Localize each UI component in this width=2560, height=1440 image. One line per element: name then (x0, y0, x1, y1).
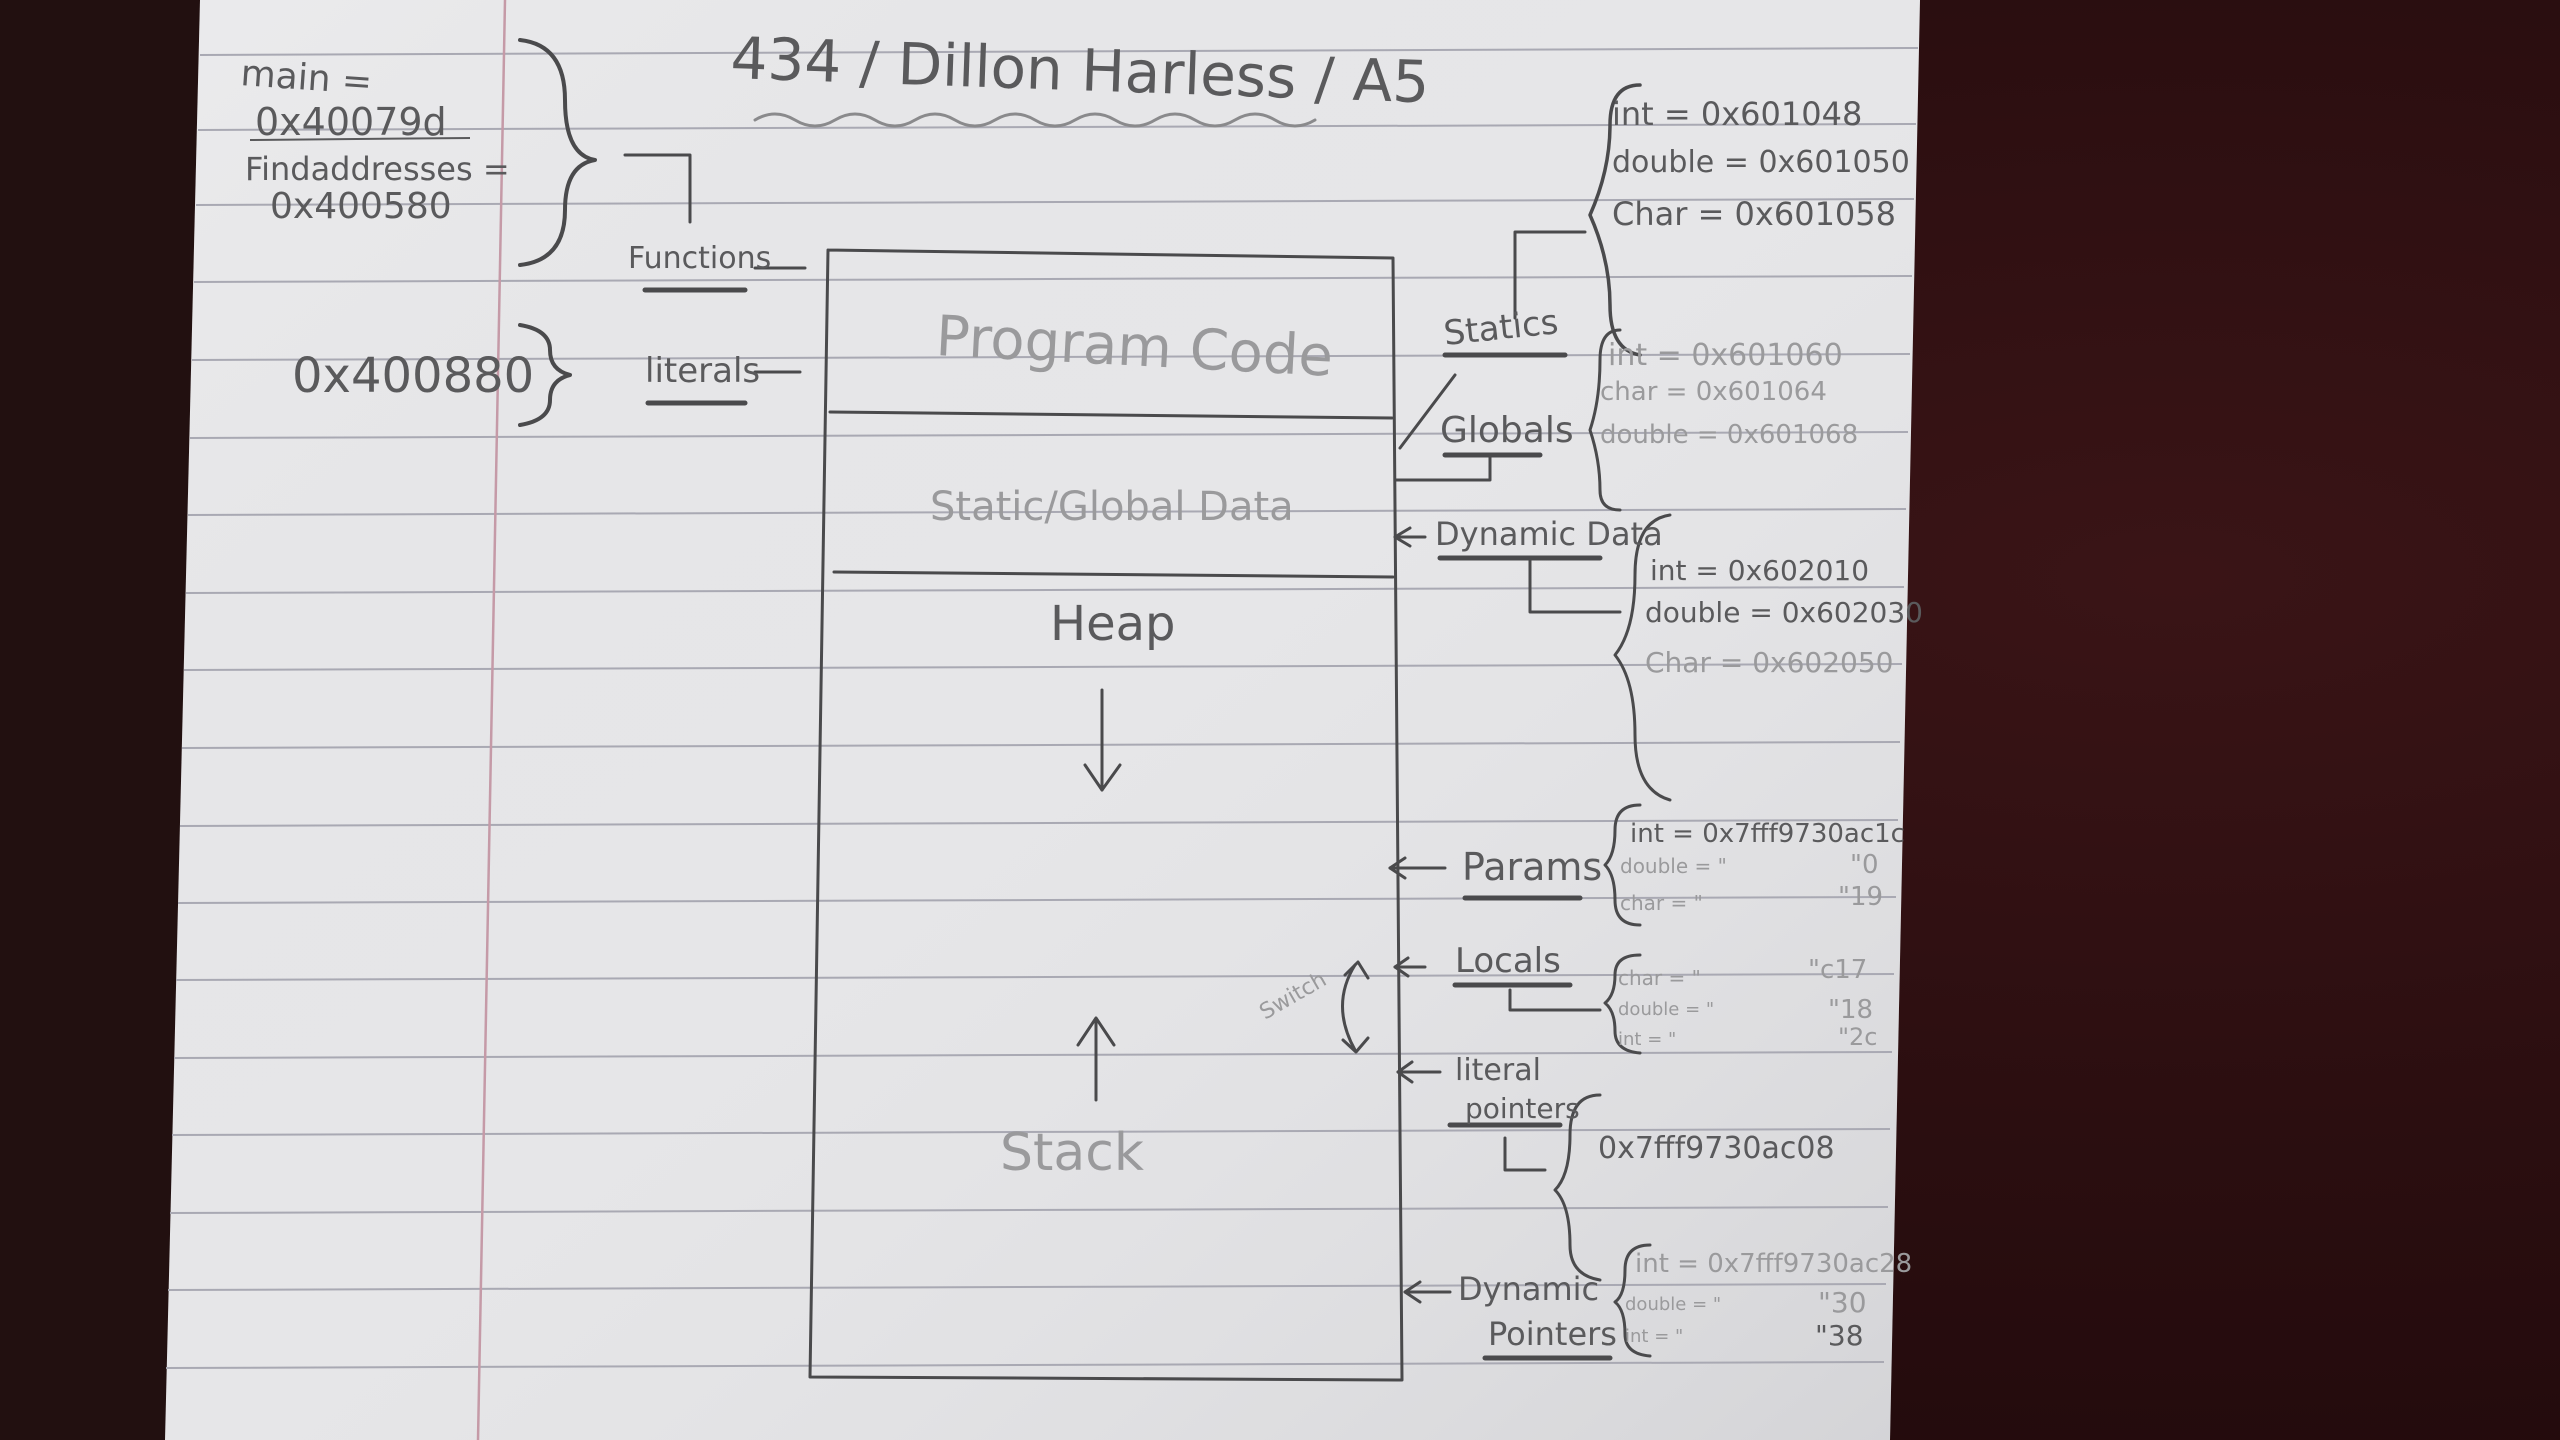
section-arrows (1388, 526, 1452, 1304)
functions-brace (518, 38, 597, 267)
params-int: int = 0x7fff9730ac1c (1630, 819, 1905, 849)
memory-diagram (808, 248, 1404, 1382)
dynamic-pointers-double-tail: "30 (1818, 1286, 1867, 1319)
params-brace (1603, 803, 1642, 927)
statics-int: int = 0x601048 (1612, 95, 1862, 133)
literals-label: literals (645, 351, 760, 391)
label-underlines (1437, 352, 1613, 1361)
switch-arrow (1341, 963, 1357, 1052)
margin-line (476, 0, 507, 1440)
locals-int: int = " (1618, 1029, 1676, 1050)
pointers2-label: Pointers (1488, 1315, 1617, 1353)
dynamic-label: Dynamic (1458, 1270, 1599, 1308)
params-label: Params (1462, 845, 1602, 889)
locals-brace (1603, 953, 1642, 1055)
literal-address: 0x400880 (292, 348, 534, 404)
dynamic-pointers-double: double = " (1625, 1294, 1721, 1315)
functions-connector (623, 153, 692, 224)
params-double-tail: "0 (1850, 850, 1879, 880)
literal-pointers-address: 0x7fff9730ac08 (1598, 1131, 1835, 1166)
dynamic-pointers-int2-tail: "38 (1815, 1319, 1864, 1352)
dynamic-int: int = 0x602010 (1650, 554, 1869, 587)
findaddresses-label: Findaddresses = (245, 150, 510, 188)
locals-label: Locals (1455, 941, 1561, 981)
statics-brace (1588, 83, 1642, 357)
params-double: double = " (1620, 854, 1727, 878)
params-char: char = " (1620, 891, 1703, 915)
locals-char-tail: "c17 (1808, 955, 1867, 985)
dynamic-char: Char = 0x602050 (1645, 646, 1894, 679)
dynamic-data-brace (1613, 513, 1672, 802)
functions-label: Functions (628, 241, 771, 276)
params-char-tail: "19 (1838, 882, 1883, 912)
globals-char: char = 0x601064 (1600, 377, 1827, 407)
main-address: 0x40079d (255, 100, 447, 144)
findaddresses-address: 0x400580 (270, 186, 452, 227)
title-underline (753, 112, 1317, 128)
statics-double: double = 0x601050 (1612, 145, 1910, 180)
literal-label: literal (1455, 1053, 1541, 1088)
pointers-label: pointers (1465, 1092, 1580, 1125)
main-label: main = (239, 53, 373, 103)
stack-label: Stack (1000, 1123, 1144, 1183)
dynamic-data-label: Dynamic Data (1435, 515, 1663, 553)
dynamic-pointers-int2: int = " (1625, 1326, 1683, 1347)
literals-brace (518, 323, 572, 427)
statics-char: Char = 0x601058 (1612, 195, 1896, 233)
dynamic-double: double = 0x602030 (1645, 596, 1923, 629)
locals-int-tail: "2c (1838, 1023, 1878, 1051)
globals-brace (1588, 328, 1622, 512)
globals-int: int = 0x601060 (1608, 338, 1843, 373)
dynamic-pointers-brace (1613, 1243, 1652, 1358)
static-global-label: Static/Global Data (930, 484, 1294, 530)
globals-label: Globals (1440, 410, 1574, 451)
locals-double-tail: "18 (1828, 995, 1873, 1025)
locals-char: char = " (1618, 966, 1701, 990)
literal-pointers-brace (1553, 1093, 1602, 1282)
heap-label: Heap (1050, 596, 1176, 652)
locals-double: double = " (1618, 999, 1714, 1020)
globals-double: double = 0x601068 (1600, 420, 1858, 450)
ruled-lines (165, 47, 1919, 1369)
dynamic-pointers-int: int = 0x7fff9730ac28 (1635, 1249, 1912, 1279)
